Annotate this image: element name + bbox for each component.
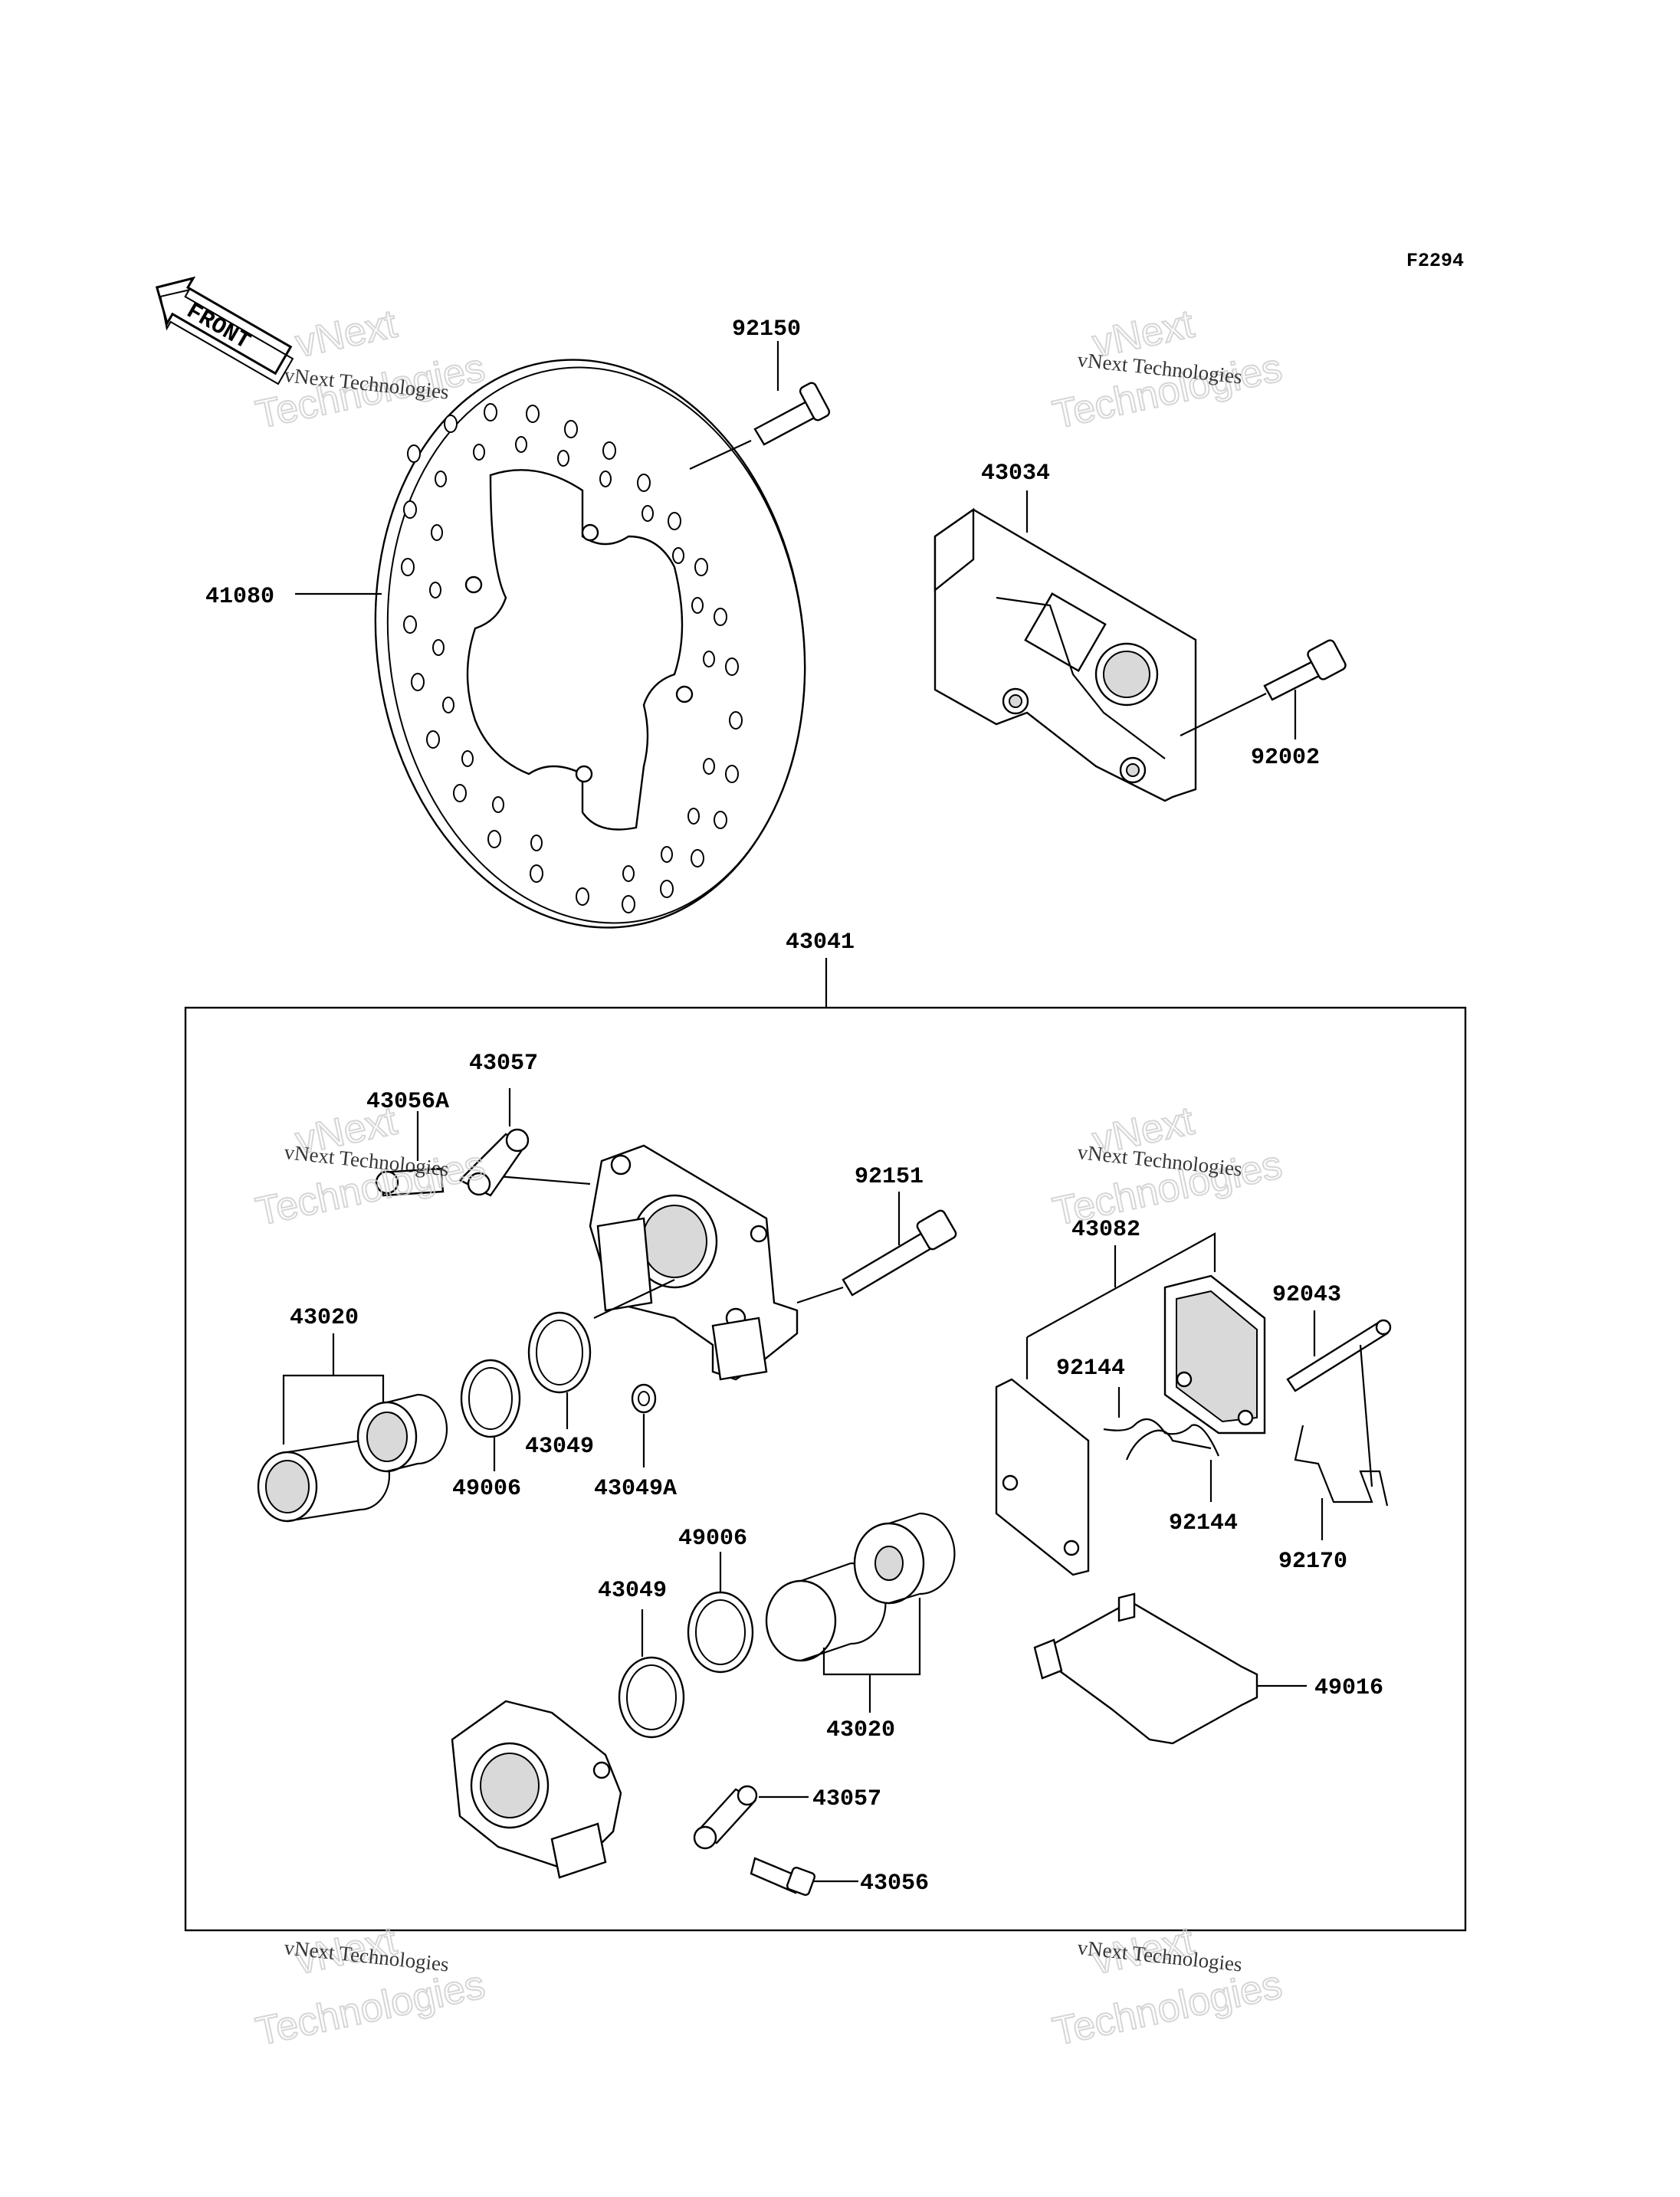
label-43057-top: 43057	[469, 1051, 538, 1077]
bolt-92151	[842, 1209, 957, 1297]
piston-43020-right-b	[853, 1512, 956, 1605]
label-92043: 92043	[1272, 1282, 1341, 1308]
label-92002: 92002	[1251, 745, 1320, 771]
seal-49006-upper	[460, 1359, 521, 1438]
svg-text:Technologies: Technologies	[1049, 1963, 1286, 2054]
label-43049A: 43049A	[594, 1476, 677, 1502]
label-92150: 92150	[732, 316, 801, 343]
leader-caliper-upper	[497, 1175, 591, 1185]
label-43056A: 43056A	[366, 1089, 449, 1115]
label-43041: 43041	[786, 930, 855, 956]
label-49016: 49016	[1314, 1675, 1383, 1701]
label-43049-lower: 43049	[598, 1578, 667, 1604]
label-92170: 92170	[1278, 1549, 1347, 1575]
brake-pad-43082-rear	[1163, 1274, 1266, 1435]
leader-92150-disc	[689, 440, 752, 470]
label-43020-right: 43020	[826, 1717, 895, 1743]
label-43056: 43056	[860, 1871, 929, 1897]
spring-92144-b	[1125, 1429, 1212, 1461]
brake-disc	[374, 359, 806, 929]
assembly-box-43041	[184, 1006, 1467, 1932]
bleeder-43056	[750, 1857, 816, 1897]
svg-text:vNext: vNext	[292, 302, 402, 366]
piston-43020-left-b	[356, 1393, 448, 1473]
leader-92170-pin	[1359, 1344, 1373, 1487]
washer-43049A	[631, 1383, 657, 1414]
brake-pad-43082-front	[995, 1378, 1090, 1576]
banjo-43057-upper	[458, 1128, 530, 1197]
label-49006-upper: 49006	[452, 1476, 521, 1502]
label-92144-upper: 92144	[1056, 1356, 1125, 1382]
label-49006-lower: 49006	[678, 1526, 747, 1552]
label-41080: 41080	[205, 584, 274, 610]
bolt-92150	[753, 382, 831, 446]
leader-43082	[1026, 1232, 1216, 1338]
label-43034: 43034	[981, 461, 1050, 487]
pin-92043	[1286, 1319, 1392, 1392]
leader-seal-body	[593, 1279, 675, 1319]
bleeder-43056A	[375, 1167, 445, 1197]
seal-49006-lower	[687, 1591, 754, 1674]
label-43049-upper: 43049	[525, 1434, 594, 1460]
label-92151: 92151	[855, 1164, 924, 1190]
clip-92170	[1294, 1425, 1389, 1507]
caliper-body-lower	[451, 1700, 622, 1879]
banjo-43057-lower	[693, 1785, 758, 1850]
seal-43049-lower	[618, 1656, 685, 1739]
label-43057-bottom: 43057	[812, 1786, 881, 1812]
pad-spring-49016	[1033, 1592, 1258, 1745]
caliper-bracket-43034	[934, 507, 1197, 802]
leader-92002-line	[1180, 693, 1267, 736]
spring-92144-a	[1103, 1418, 1220, 1457]
svg-text:Technologies: Technologies	[252, 1963, 489, 2054]
front-arrow-icon: FRONT	[155, 276, 294, 385]
label-43082: 43082	[1071, 1217, 1140, 1243]
piston-43020-right-a	[765, 1562, 887, 1662]
caliper-body-upper	[589, 1144, 799, 1381]
figure-code: F2294	[1406, 250, 1464, 272]
label-92144-lower: 92144	[1169, 1510, 1238, 1536]
leader-43020-right	[822, 1598, 921, 1676]
label-43020-left: 43020	[290, 1305, 359, 1331]
piston-43020-left-a	[257, 1439, 391, 1523]
seal-43049-upper	[527, 1311, 592, 1394]
leader-92151-body	[796, 1286, 844, 1304]
bolt-92002	[1263, 639, 1347, 701]
